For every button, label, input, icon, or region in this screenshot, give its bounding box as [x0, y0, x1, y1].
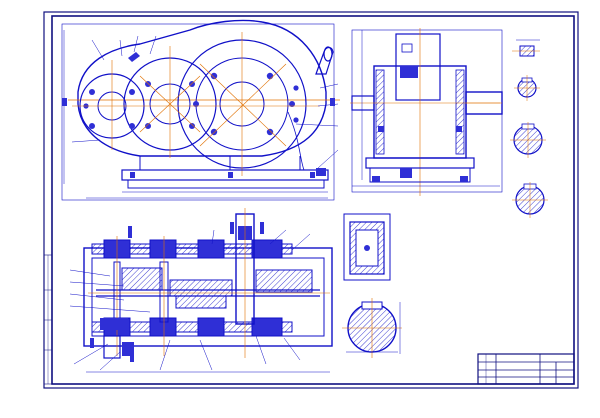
side-view [350, 28, 503, 196]
front-view [61, 19, 340, 201]
title-block [477, 353, 575, 385]
section-detail-1 [512, 39, 540, 57]
shaft-cross-section [342, 298, 402, 358]
section-detail-4 [512, 182, 548, 218]
section-detail-3 [510, 122, 546, 158]
section-detail-2 [514, 75, 540, 101]
section-details [510, 39, 548, 218]
sheet-frame [43, 11, 579, 389]
plan-section-view [69, 208, 333, 373]
section-view-rect [343, 213, 391, 281]
